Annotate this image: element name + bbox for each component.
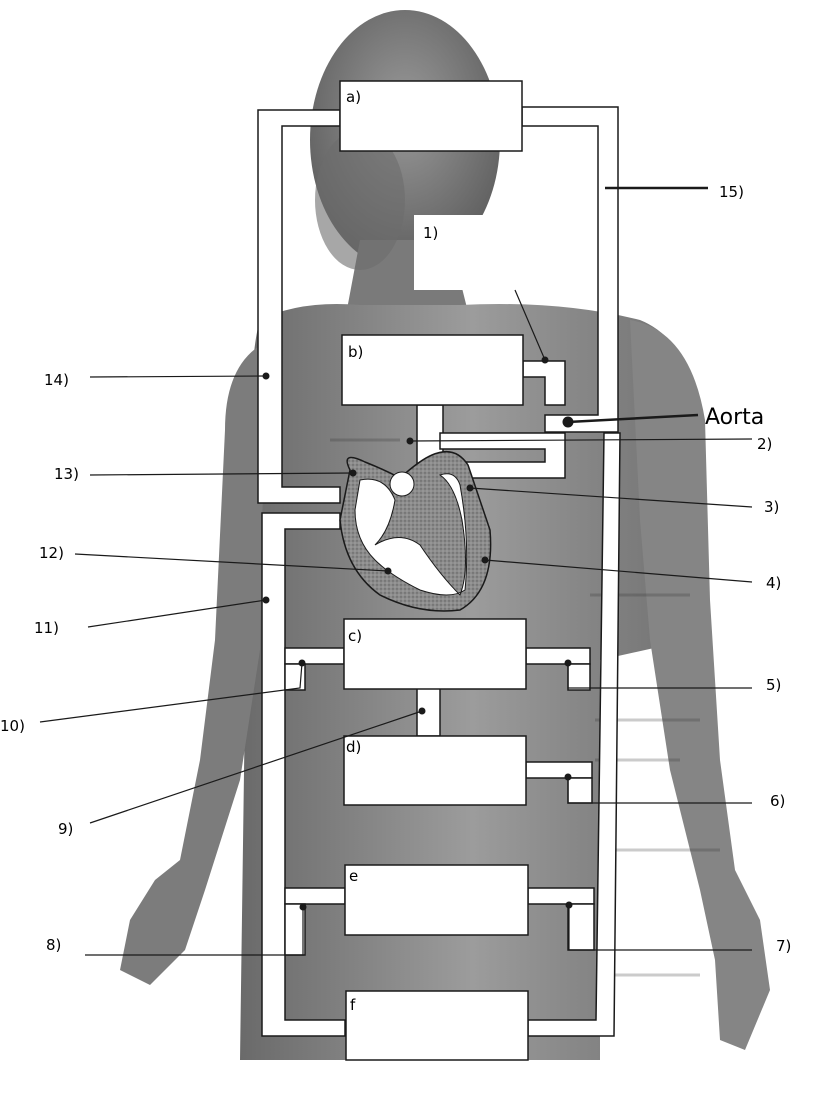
leader-2 — [409, 438, 753, 442]
callout-6: 6) — [770, 792, 785, 810]
box-f-label: f — [350, 996, 356, 1014]
box-e — [344, 864, 529, 936]
organ-boxes — [339, 80, 529, 1061]
dot-1 — [541, 356, 549, 364]
vessel-d-right — [525, 761, 593, 779]
vessel-c-left — [284, 647, 345, 665]
dot-11 — [262, 596, 270, 604]
vessel-e-left-loop — [284, 903, 306, 956]
leader-4 — [484, 559, 753, 583]
leader-9 — [89, 710, 423, 824]
callout-8: 8) — [46, 936, 61, 954]
vessel-head-right — [521, 106, 619, 433]
box-d-label: d) — [346, 738, 361, 756]
callout-3: 3) — [764, 498, 779, 516]
leader-7 — [568, 905, 752, 951]
leader-13 — [89, 472, 354, 476]
leader-12 — [74, 553, 389, 572]
callout-7: 7) — [776, 937, 791, 955]
dot-9 — [418, 707, 426, 715]
vessel-e-right — [527, 887, 595, 905]
leader-5 — [567, 663, 752, 689]
callout-14: 14) — [44, 371, 69, 389]
callout-9: 9) — [58, 820, 73, 838]
leader-lines — [39, 186, 753, 956]
leader-14 — [89, 375, 267, 378]
vessel-e-right-loop — [567, 903, 595, 951]
callout-15: 15) — [719, 183, 744, 201]
box-d — [343, 735, 527, 806]
label-1-patch — [414, 215, 544, 290]
callout-5: 5) — [766, 676, 781, 694]
callout-labels: 1) 2) 3) 4) 5) 6) 7) 8) 9) 10) 11) 12) 1… — [0, 183, 791, 955]
callout-11: 11) — [34, 619, 59, 637]
dot-7 — [565, 901, 573, 909]
dot-aorta — [562, 416, 574, 428]
dot-4 — [481, 556, 489, 564]
leader-dots — [262, 356, 574, 911]
box-a-label: a) — [346, 88, 361, 106]
box-labels: a) b) c) d) e f — [346, 88, 363, 1014]
leader-11 — [87, 599, 267, 628]
leader-6 — [567, 777, 752, 804]
dot-2 — [406, 437, 414, 445]
callout-12: 12) — [39, 544, 64, 562]
vessel-d-right-loop — [567, 777, 593, 804]
box-c — [343, 618, 527, 690]
right-arm-shape — [630, 320, 770, 1050]
box-b — [341, 334, 524, 406]
dot-5 — [564, 659, 572, 667]
box-e-label: e — [349, 867, 358, 885]
dot-14 — [262, 372, 270, 380]
callout-2: 2) — [757, 435, 772, 453]
vessel-e-left — [284, 887, 346, 905]
callout-1: 1) — [423, 224, 438, 242]
leader-3 — [469, 487, 753, 508]
leader-1 — [514, 289, 546, 361]
callout-10: 10) — [0, 717, 25, 735]
box-b-label: b) — [348, 343, 363, 361]
dot-10 — [298, 659, 306, 667]
vessel-c-right-loop — [567, 663, 591, 691]
dot-8 — [299, 903, 307, 911]
callout-aorta: Aorta — [705, 405, 764, 430]
box-f — [345, 990, 529, 1061]
face-shading — [315, 130, 405, 270]
left-arm-shape — [120, 340, 270, 985]
dot-6 — [564, 773, 572, 781]
heart-chambers — [354, 473, 468, 596]
heart-aortic-valve — [389, 471, 415, 497]
leader-10 — [39, 662, 303, 723]
dot-13 — [349, 469, 357, 477]
vessel-c-right — [525, 647, 591, 665]
box-c-label: c) — [348, 627, 362, 645]
leader-8 — [85, 907, 304, 956]
dot-12 — [384, 567, 392, 575]
callout-4: 4) — [766, 574, 781, 592]
dot-3 — [466, 484, 474, 492]
box-a — [339, 80, 523, 152]
leader-aorta — [567, 413, 699, 424]
heart — [339, 450, 492, 612]
callout-13: 13) — [54, 465, 79, 483]
